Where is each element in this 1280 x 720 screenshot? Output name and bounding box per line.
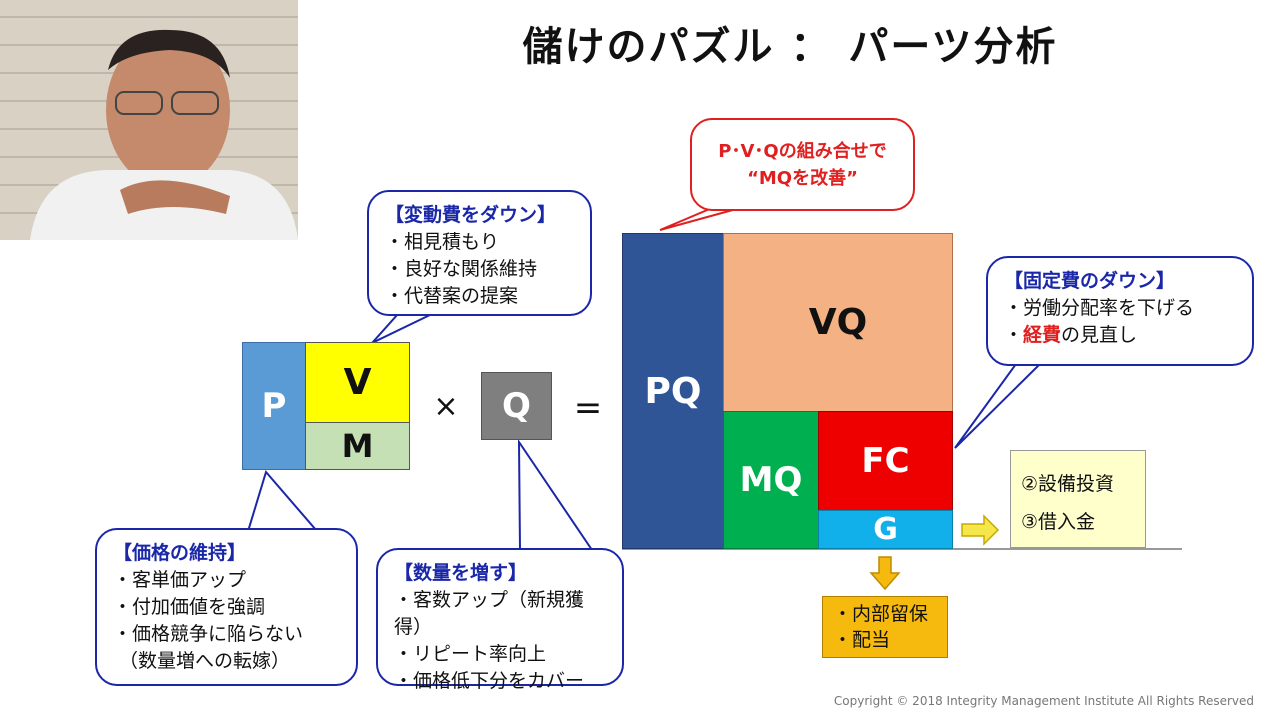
bubble-price-item: ・価格競争に陥らない	[113, 623, 304, 645]
box-loan-item: ③借入金	[1021, 511, 1096, 533]
bubble-variable-item: ・良好な関係維持	[385, 258, 538, 280]
bubble-quantity-item: ・客数アップ（新規獲得）	[394, 589, 585, 638]
equals-sign: =	[573, 388, 603, 428]
block-pq: PQ	[622, 233, 724, 549]
box-retain-dividend: ・内部留保 ・配当	[822, 596, 948, 658]
box-invest-loan: ②設備投資 ③借入金	[1010, 450, 1146, 548]
bubble-tail-fixed	[954, 363, 1043, 449]
right-arrow-icon	[961, 514, 1000, 546]
bubble-fixed-item: ・労働分配率を下げる	[1004, 297, 1195, 319]
block-m: M	[305, 422, 410, 470]
bubble-mq-improve: P･V･Qの組み合せで “MQを改善”	[690, 118, 915, 211]
bubble-variable-head: 【変動費をダウン】	[385, 204, 557, 226]
bubble-price-head: 【価格の維持】	[113, 542, 247, 564]
down-arrow-icon	[869, 556, 901, 591]
bubble-price-item: ・客単価アップ	[113, 569, 247, 591]
box-invest-item: ②設備投資	[1021, 473, 1115, 495]
bubble-quantity-up: 【数量を増す】 ・客数アップ（新規獲得） ・リピート率向上 ・価格低下分をカバー	[376, 548, 624, 692]
times-sign: ×	[433, 388, 459, 424]
bubble-combo-line1: P･V･Qの組み合せで	[718, 141, 887, 162]
copyright-text: Copyright © 2018 Integrity Management In…	[833, 694, 1254, 708]
bubble-tail-quantity	[517, 438, 594, 551]
bubble-fixed-item2-prefix: ・	[1004, 324, 1024, 346]
presenter-video	[0, 0, 298, 240]
block-p: P	[242, 342, 306, 470]
bubble-fixed-head: 【固定費のダウン】	[1004, 270, 1176, 292]
bubble-fixed-item2-suffix: の見直し	[1061, 324, 1138, 346]
bubble-quantity-item: ・価格低下分をカバー	[394, 670, 585, 692]
bubble-fixed-cost: 【固定費のダウン】 ・労働分配率を下げる ・経費の見直し	[986, 256, 1254, 366]
block-vq: VQ	[723, 233, 953, 412]
bubble-price-item: ・付加価値を強調	[113, 596, 266, 618]
block-q: Q	[481, 372, 552, 440]
bubble-quantity-item: ・リピート率向上	[394, 643, 547, 665]
bubble-price-keep: 【価格の維持】 ・客単価アップ ・付加価値を強調 ・価格競争に陥らない （数量増…	[95, 528, 358, 686]
box-dividend-item: ・配当	[833, 629, 891, 651]
presenter-illustration	[30, 29, 298, 240]
bubble-quantity-head: 【数量を増す】	[394, 562, 528, 584]
bubble-variable-item: ・代替案の提案	[385, 285, 519, 307]
bubble-tail-variable	[371, 313, 433, 344]
bubble-variable-cost: 【変動費をダウン】 ・相見積もり ・良好な関係維持 ・代替案の提案	[367, 190, 592, 316]
block-g: G	[818, 510, 953, 549]
bubble-fixed-item2-highlight: 経費	[1023, 324, 1062, 346]
bubble-tail-combo	[659, 207, 741, 231]
page-title: 儲けのパズル ： パーツ分析	[522, 24, 1058, 70]
bubble-combo-line2: “MQを改善”	[747, 168, 858, 189]
block-v: V	[305, 342, 410, 423]
block-mq: MQ	[723, 411, 819, 549]
bubble-price-item: （数量増への転嫁）	[119, 650, 291, 672]
block-fc: FC	[818, 411, 953, 511]
bubble-fixed-item2: ・経費の見直し	[1004, 322, 1236, 349]
bubble-variable-item: ・相見積もり	[385, 231, 500, 253]
box-retain-item: ・内部留保	[833, 603, 929, 625]
